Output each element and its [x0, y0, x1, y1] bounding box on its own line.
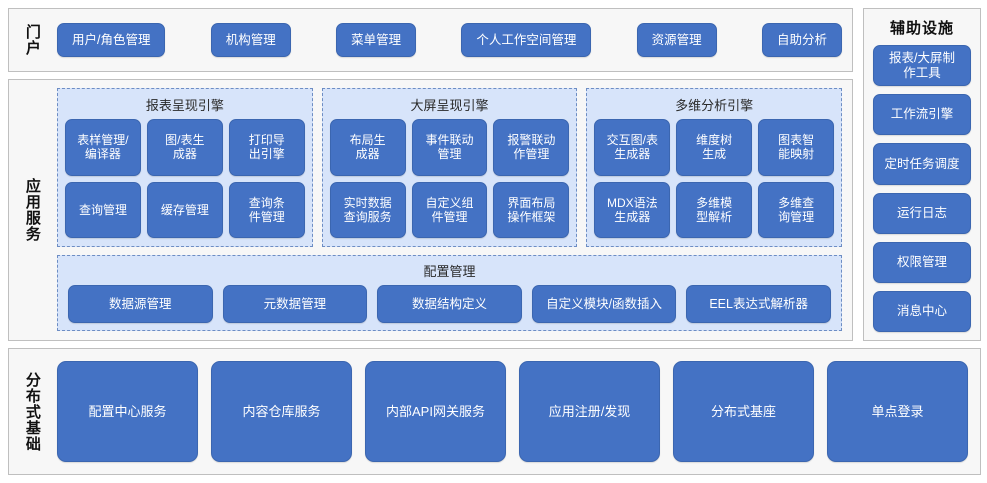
dist-item-config-center-service[interactable]: 配置中心服务 [57, 361, 198, 462]
large-screen-engine-item-layout-generator[interactable]: 布局生 成器 [329, 119, 406, 176]
multi-engine-item-dimension-tree-generation[interactable]: 维度树 生成 [676, 119, 753, 176]
report-engine-item-query-management[interactable]: 查询管理 [65, 181, 141, 238]
aux-item-runtime-log[interactable]: 运行日志 [873, 192, 971, 234]
dist-item-single-sign-on[interactable]: 单点登录 [827, 361, 968, 462]
left-column: 门户 用户/角色管理 机构管理 菜单管理 个人工作空间管理 资源管理 自助分析 … [8, 8, 853, 341]
large-screen-engine-title: 大屏呈现引擎 [410, 98, 489, 113]
large-screen-engine-item-event-linkage-management[interactable]: 事件联动 管理 [411, 119, 488, 176]
config-item-metadata-management[interactable]: 元数据管理 [222, 285, 368, 323]
dist-item-distributed-base-platform[interactable]: 分布式基座 [673, 361, 814, 462]
aux-item-workflow-engine[interactable]: 工作流引擎 [873, 94, 971, 136]
application-services-content: 报表呈现引擎 表样管理/ 编译器 图/表生 成器 打印导 出引擎 查询管理 缓存… [55, 80, 852, 340]
report-engine-item-query-condition-management[interactable]: 查询条 件管理 [228, 181, 305, 238]
auxiliary-facilities-title: 辅助设施 [889, 20, 954, 37]
configuration-management-title: 配置管理 [423, 264, 476, 279]
dist-item-internal-api-gateway-service[interactable]: 内部API网关服务 [365, 361, 506, 462]
portal-item-self-service-analysis[interactable]: 自助分析 [761, 23, 842, 57]
config-item-datasource-management[interactable]: 数据源管理 [68, 285, 213, 323]
report-engine-items: 表样管理/ 编译器 图/表生 成器 打印导 出引擎 查询管理 缓存管理 查询条 … [65, 119, 305, 238]
engine-row: 报表呈现引擎 表样管理/ 编译器 图/表生 成器 打印导 出引擎 查询管理 缓存… [57, 88, 843, 247]
report-engine-group: 报表呈现引擎 表样管理/ 编译器 图/表生 成器 打印导 出引擎 查询管理 缓存… [57, 88, 313, 247]
large-screen-engine-item-custom-component-management[interactable]: 自定义组 件管理 [411, 181, 488, 238]
portal-item-resource[interactable]: 资源管理 [636, 23, 717, 57]
report-engine-item-template-compiler[interactable]: 表样管理/ 编译器 [65, 119, 141, 176]
config-item-custom-module-function-insert[interactable]: 自定义模块/函数插入 [531, 285, 677, 323]
report-engine-item-chart-table-generator[interactable]: 图/表生 成器 [146, 119, 223, 176]
portal-section: 门户 用户/角色管理 机构管理 菜单管理 个人工作空间管理 资源管理 自助分析 [8, 8, 853, 72]
application-services-label: 应用服务 [23, 178, 41, 242]
report-engine-item-cache-management[interactable]: 缓存管理 [146, 181, 223, 238]
config-item-eel-expression-parser[interactable]: EEL表达式解析器 [686, 285, 831, 323]
dist-item-content-repository-service[interactable]: 内容仓库服务 [211, 361, 352, 462]
multi-engine-item-mdx-syntax-generator[interactable]: MDX语法 生成器 [594, 181, 671, 238]
report-engine-title: 报表呈现引擎 [145, 98, 224, 113]
portal-item-organization[interactable]: 机构管理 [210, 23, 291, 57]
large-screen-engine-items: 布局生 成器 事件联动 管理 报警联动 作管理 实时数据 查询服务 自定义组 件… [329, 119, 570, 238]
aux-item-report-dashboard-authoring-tool[interactable]: 报表/大屏制 作工具 [873, 45, 971, 87]
large-screen-engine-group: 大屏呈现引擎 布局生 成器 事件联动 管理 报警联动 作管理 实时数据 查询服务… [321, 88, 578, 247]
top-region: 门户 用户/角色管理 机构管理 菜单管理 个人工作空间管理 资源管理 自助分析 … [8, 8, 981, 341]
distributed-base-label: 分布式基础 [23, 371, 41, 452]
report-engine-item-print-export-engine[interactable]: 打印导 出引擎 [228, 119, 305, 176]
portal-section-label: 门户 [23, 24, 41, 56]
configuration-management-group: 配置管理 数据源管理 元数据管理 数据结构定义 自定义模块/函数插入 EEL表达… [57, 255, 842, 331]
multi-engine-item-multidimensional-model-parsing[interactable]: 多维模 型解析 [676, 181, 753, 238]
multidimensional-analysis-engine-group: 多维分析引擎 交互图/表 生成器 维度树 生成 图表智 能映射 MDX语法 生成… [586, 88, 843, 247]
configuration-management-items: 数据源管理 元数据管理 数据结构定义 自定义模块/函数插入 EEL表达式解析器 [68, 285, 831, 323]
application-services-section: 应用服务 报表呈现引擎 表样管理/ 编译器 图/表生 成器 打印导 出引擎 查询… [8, 79, 853, 341]
portal-item-menu[interactable]: 菜单管理 [336, 23, 417, 57]
portal-item-personal-workspace[interactable]: 个人工作空间管理 [461, 23, 592, 57]
distributed-base-items: 配置中心服务 内容仓库服务 内部API网关服务 应用注册/发现 分布式基座 单点… [55, 349, 980, 474]
aux-item-permission-management[interactable]: 权限管理 [873, 241, 971, 283]
multi-engine-item-interactive-chart-table-generator[interactable]: 交互图/表 生成器 [594, 119, 671, 176]
large-screen-engine-item-alarm-action-management[interactable]: 报警联动 作管理 [493, 119, 570, 176]
aux-item-message-center[interactable]: 消息中心 [873, 290, 971, 333]
multidimensional-analysis-engine-title: 多维分析引擎 [675, 98, 754, 113]
dist-item-app-registration-discovery[interactable]: 应用注册/发现 [519, 361, 660, 462]
config-item-data-structure-definition[interactable]: 数据结构定义 [377, 285, 522, 323]
auxiliary-facilities-items: 报表/大屏制 作工具 工作流引擎 定时任务调度 运行日志 权限管理 消息中心 [873, 45, 971, 333]
large-screen-engine-item-realtime-data-query-service[interactable]: 实时数据 查询服务 [329, 181, 406, 238]
portal-item-user-role[interactable]: 用户/角色管理 [57, 23, 166, 57]
aux-item-scheduled-task-scheduler[interactable]: 定时任务调度 [873, 143, 971, 185]
multi-engine-item-multidimensional-query-management[interactable]: 多维查 询管理 [758, 181, 835, 238]
distributed-base-section: 分布式基础 配置中心服务 内容仓库服务 内部API网关服务 应用注册/发现 分布… [8, 348, 981, 475]
multi-engine-item-chart-smart-mapping[interactable]: 图表智 能映射 [758, 119, 835, 176]
multidimensional-analysis-engine-items: 交互图/表 生成器 维度树 生成 图表智 能映射 MDX语法 生成器 多维模 型… [594, 119, 835, 238]
portal-items: 用户/角色管理 机构管理 菜单管理 个人工作空间管理 资源管理 自助分析 [55, 9, 852, 71]
auxiliary-facilities-section: 辅助设施 报表/大屏制 作工具 工作流引擎 定时任务调度 运行日志 权限管理 消… [863, 8, 981, 341]
large-screen-engine-item-ui-layout-framework[interactable]: 界面布局 操作框架 [493, 181, 570, 238]
